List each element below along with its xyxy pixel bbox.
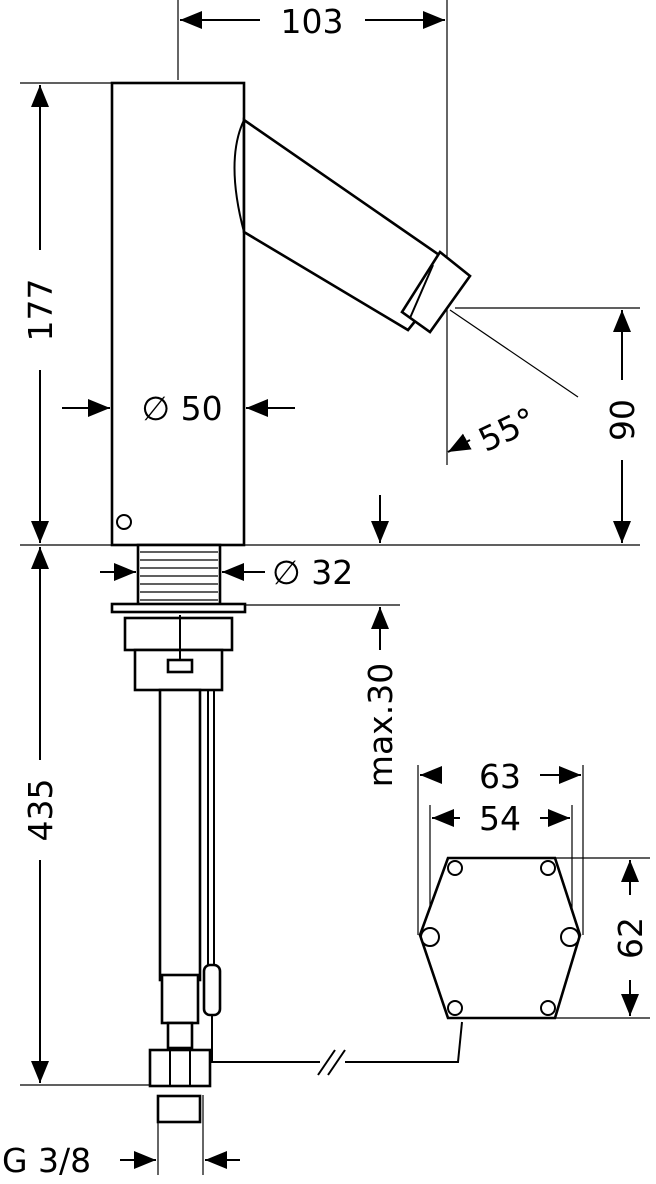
faucet-body: [110, 81, 472, 547]
shank-assembly: [110, 543, 463, 1124]
dim-angle-55: 55°: [472, 400, 542, 460]
dim-diameter-32: ∅ 32: [272, 553, 353, 592]
dim-thread-g38: G 3/8: [2, 1141, 91, 1180]
dim-103: 103: [281, 2, 344, 41]
spout-nozzle: [400, 250, 472, 334]
dim-max-30: max.30: [361, 663, 400, 787]
dim-62: 62: [611, 917, 650, 959]
dim-54: 54: [479, 799, 521, 838]
dim-diameter-50: ∅ 50: [141, 389, 222, 428]
dimension-lines: [31, 10, 639, 1169]
control-box: [418, 856, 582, 1020]
dim-63: 63: [479, 757, 521, 796]
dim-435: 435: [21, 779, 60, 842]
dim-90: 90: [603, 399, 642, 441]
dim-177: 177: [21, 279, 60, 342]
